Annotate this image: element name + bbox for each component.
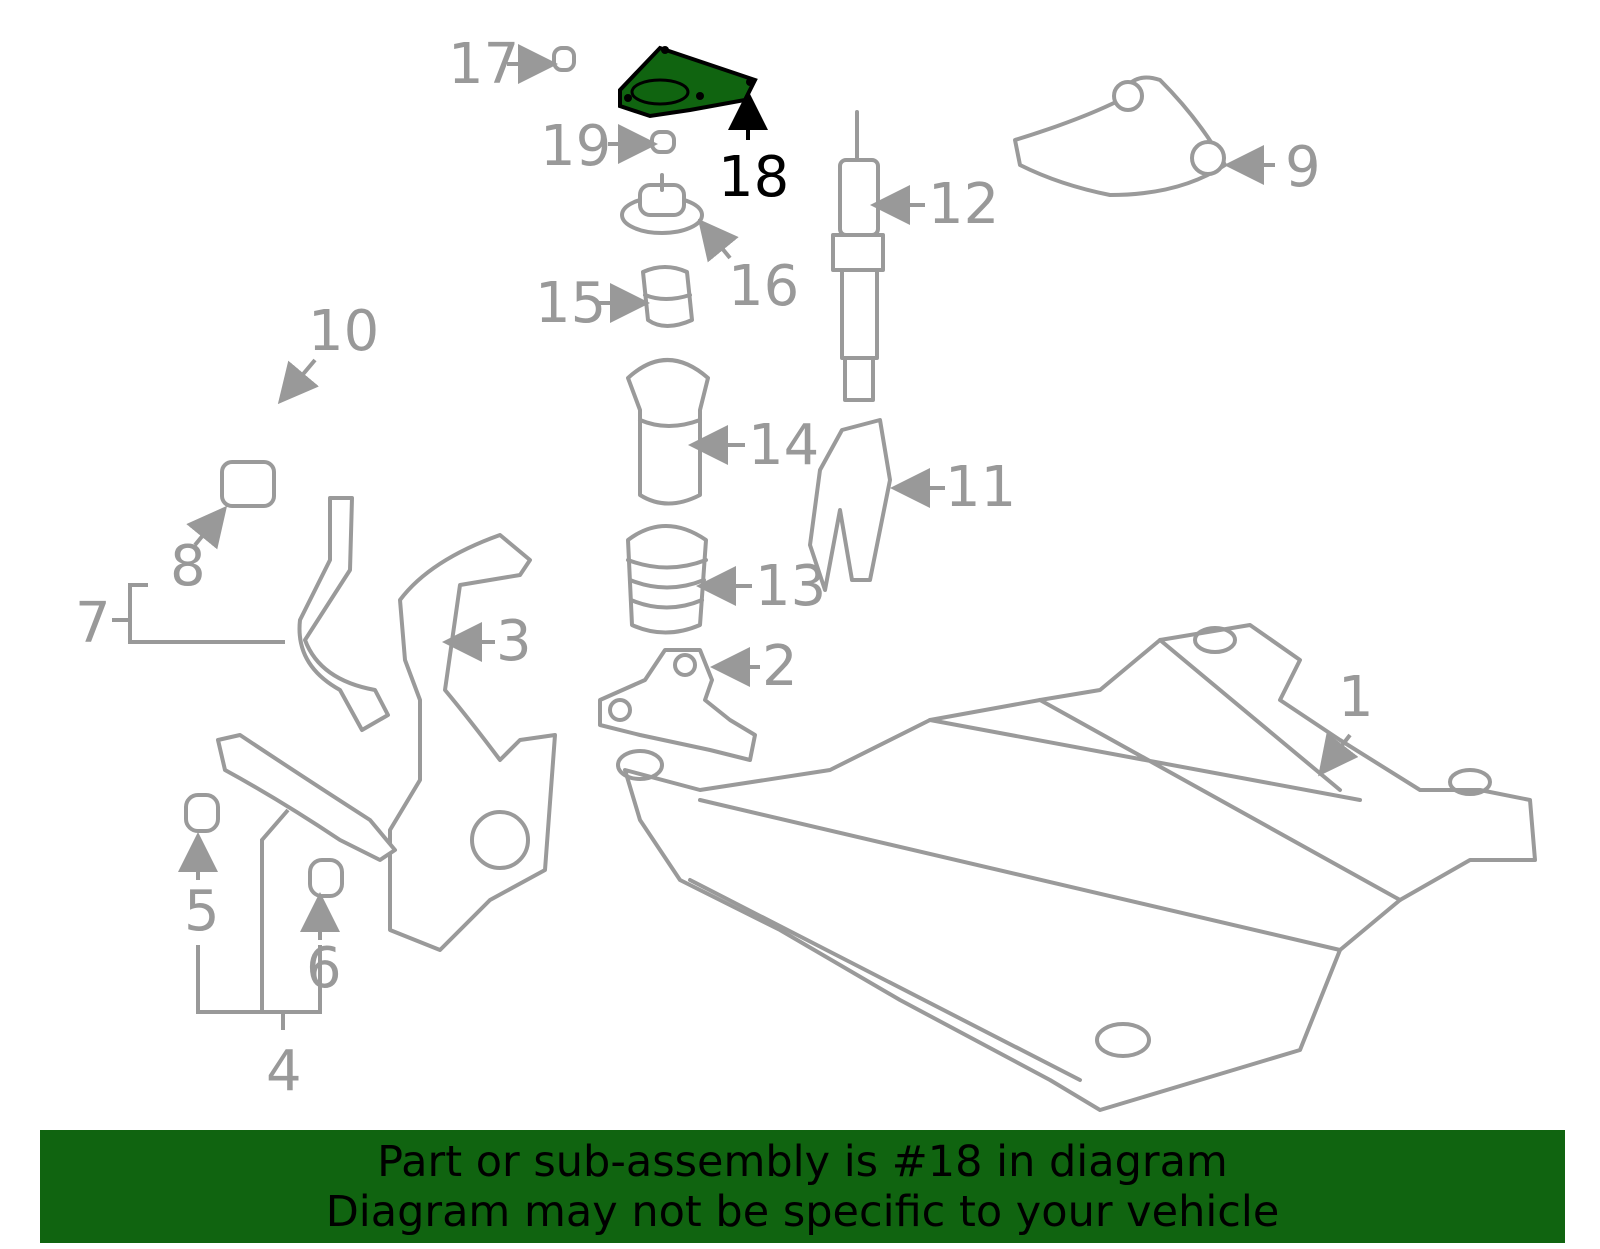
banner-line-2: Diagram may not be specific to your vehi… bbox=[325, 1186, 1280, 1237]
callout-5[interactable]: 5 bbox=[184, 879, 220, 944]
part-16-upper-mount[interactable] bbox=[620, 173, 704, 235]
callout-2[interactable]: 2 bbox=[762, 634, 798, 699]
callout-4[interactable]: 4 bbox=[266, 1039, 302, 1104]
leader-lines bbox=[112, 44, 1359, 1030]
part-17-cap[interactable] bbox=[552, 46, 576, 72]
callout-11[interactable]: 11 bbox=[945, 455, 1016, 520]
part-9-upper-arm[interactable] bbox=[1013, 75, 1227, 197]
part-3-knuckle[interactable] bbox=[388, 533, 557, 952]
part-4-tension-rod[interactable] bbox=[216, 733, 397, 862]
callout-labels: 1 2 3 4 5 6 7 8 9 10 11 12 13 14 15 16 1… bbox=[75, 32, 1374, 1104]
callout-10[interactable]: 10 bbox=[308, 299, 379, 364]
part-2-bracket[interactable] bbox=[598, 648, 757, 762]
part-1-subframe[interactable] bbox=[616, 623, 1537, 1112]
callout-12[interactable]: 12 bbox=[928, 172, 999, 237]
callout-7[interactable]: 7 bbox=[75, 591, 111, 656]
part-18-mount-plate[interactable] bbox=[618, 45, 758, 119]
part-12-strut[interactable] bbox=[831, 110, 885, 402]
banner-line-1: Part or sub-assembly is #18 in diagram bbox=[377, 1136, 1228, 1187]
callout-14[interactable]: 14 bbox=[748, 413, 819, 478]
part-11-fork[interactable] bbox=[808, 418, 892, 592]
callout-18[interactable]: 18 bbox=[718, 145, 789, 210]
part-10-stabilizer-bar[interactable] bbox=[217, 258, 507, 458]
part-8-bushing[interactable] bbox=[220, 460, 276, 508]
callout-1[interactable]: 1 bbox=[1338, 665, 1374, 730]
callout-9[interactable]: 9 bbox=[1285, 135, 1321, 200]
info-banner: Part or sub-assembly is #18 in diagram D… bbox=[40, 1130, 1565, 1243]
part-15-bump-stop[interactable] bbox=[641, 265, 694, 328]
part-14-spring-boot[interactable] bbox=[626, 358, 710, 506]
callout-3[interactable]: 3 bbox=[496, 609, 532, 674]
part-5-bushing[interactable] bbox=[184, 793, 220, 833]
part-6-bushing[interactable] bbox=[308, 858, 344, 898]
part-19-cap[interactable] bbox=[650, 130, 676, 154]
callout-17[interactable]: 17 bbox=[448, 32, 519, 97]
callout-19[interactable]: 19 bbox=[540, 114, 611, 179]
part-7-lower-arm[interactable] bbox=[297, 496, 390, 732]
callout-8[interactable]: 8 bbox=[170, 534, 206, 599]
part-13-dust-boot[interactable] bbox=[626, 524, 708, 635]
callout-16[interactable]: 16 bbox=[728, 254, 799, 319]
callout-13[interactable]: 13 bbox=[755, 554, 826, 619]
callout-15[interactable]: 15 bbox=[535, 271, 606, 336]
callout-6[interactable]: 6 bbox=[306, 936, 342, 1001]
